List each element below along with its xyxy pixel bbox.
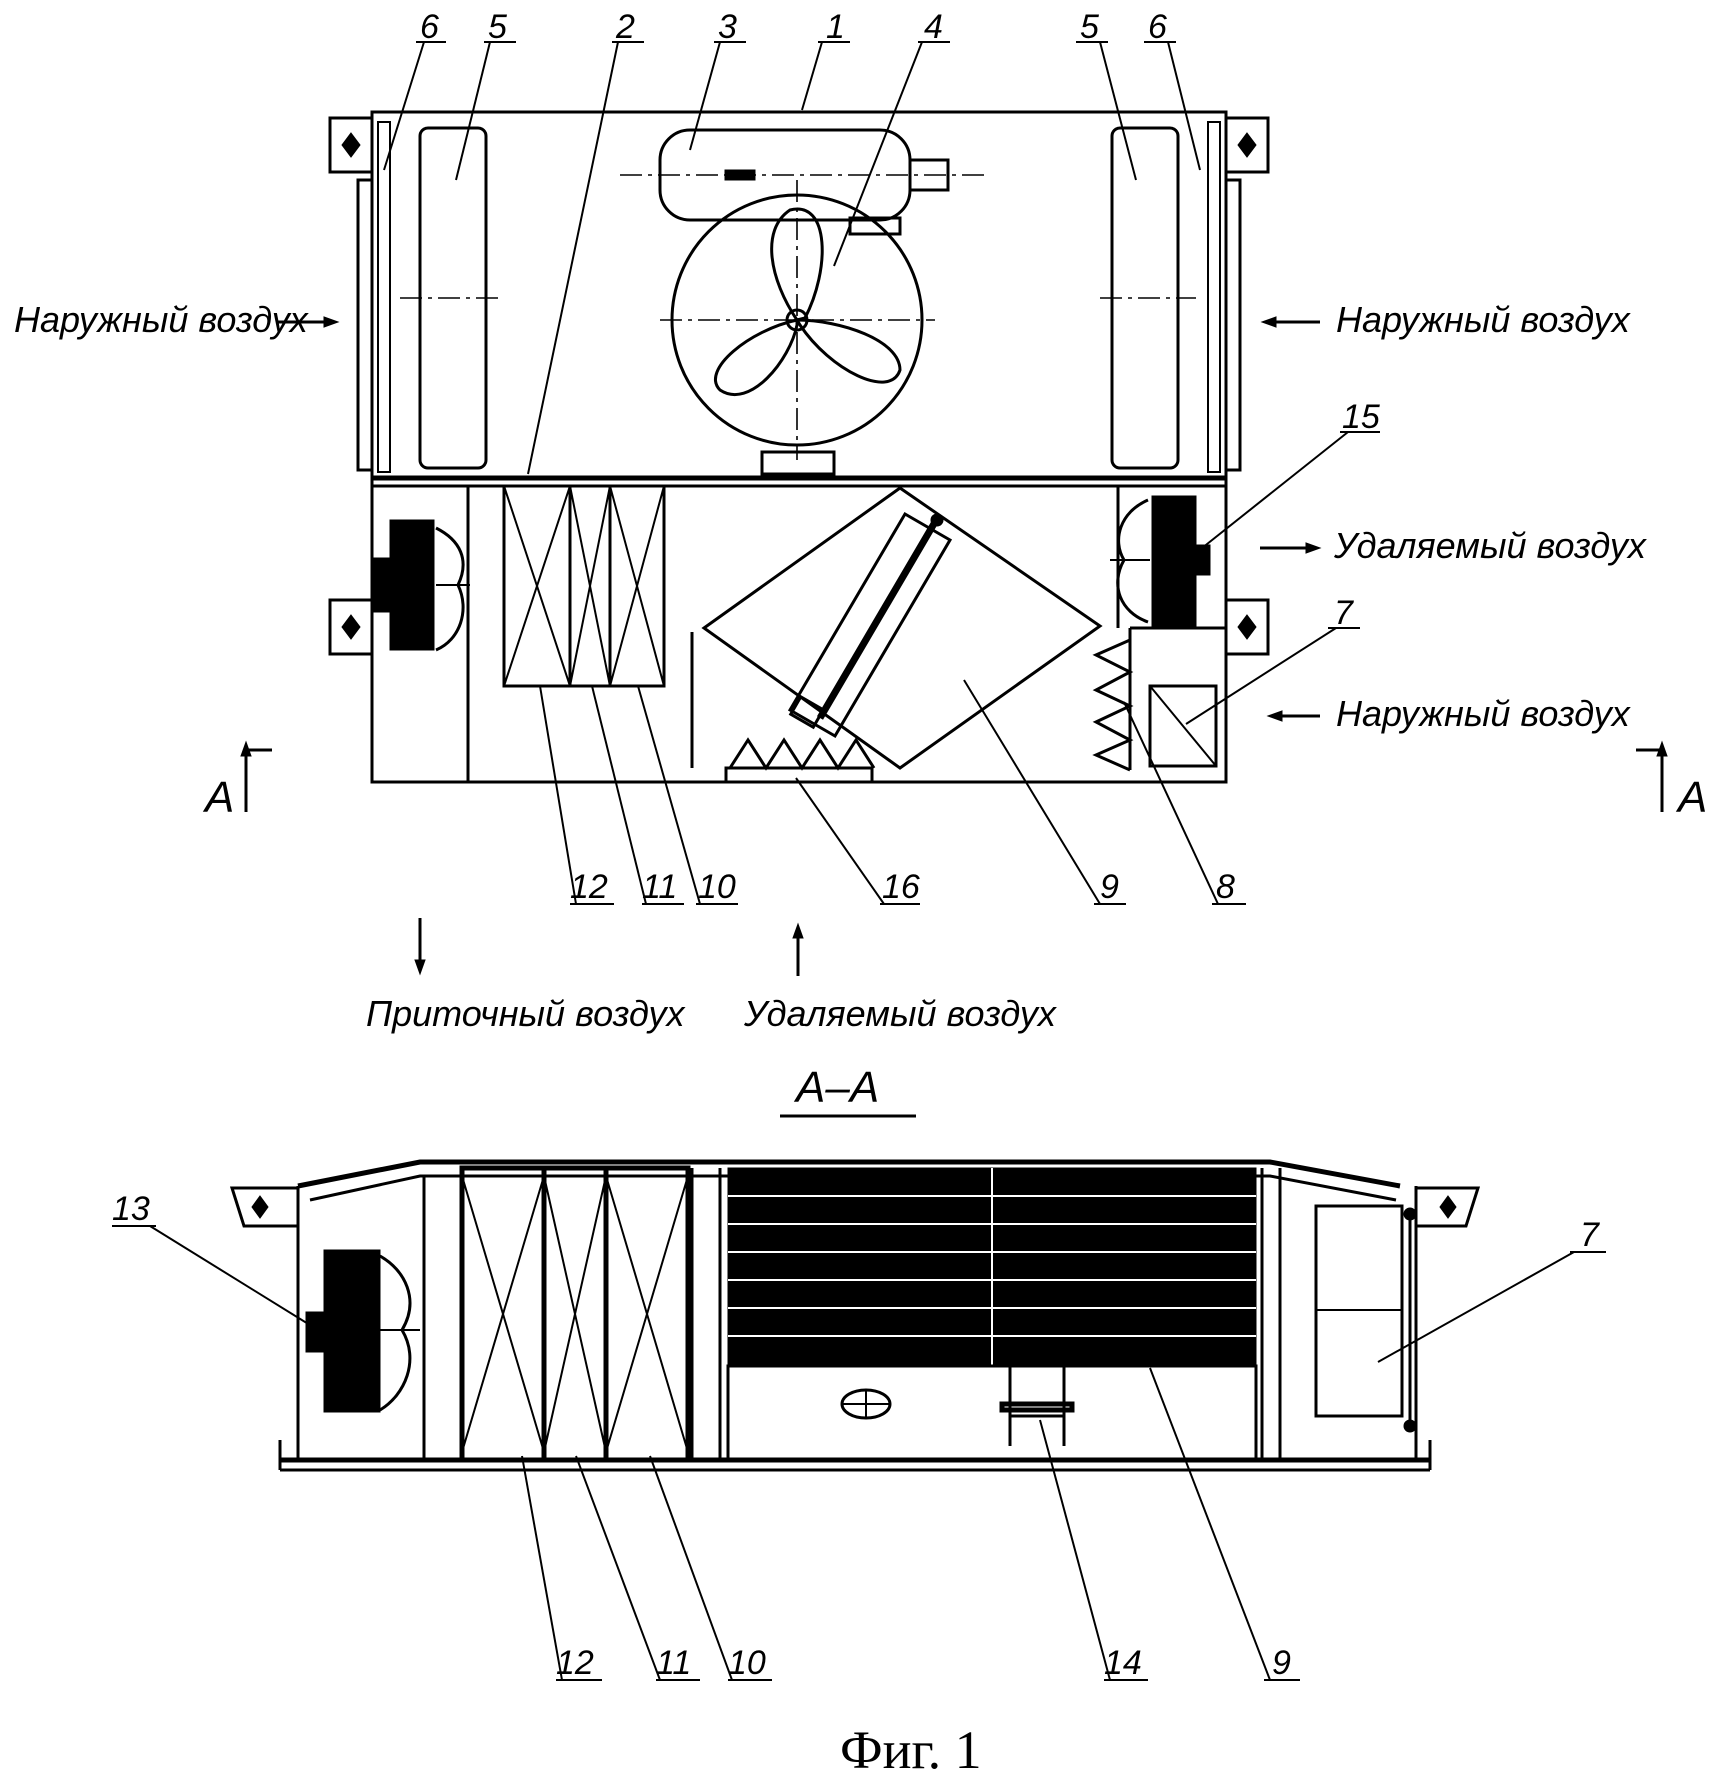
blower-left (373, 486, 470, 782)
eliminator-right (1092, 626, 1226, 772)
callout-6-left: 6 (420, 8, 439, 46)
plan-view: A A Наружный воздух Наружный воздух Удал… (14, 8, 1707, 1034)
section-marker-right: A (1675, 773, 1707, 822)
callout-3: 3 (718, 8, 737, 46)
callout-11-top: 11 (642, 868, 677, 906)
drip-eliminator (724, 737, 876, 784)
label-exhaust-air-bottom: Удаляемый воздух (743, 993, 1058, 1034)
section-view: 13 7 12 11 10 14 9 (112, 1159, 1606, 1682)
heat-exchanger (690, 486, 1103, 770)
fan (660, 180, 935, 476)
callout-7-top: 7 (1334, 594, 1354, 632)
filter-cylinder (400, 126, 1196, 470)
callout-8: 8 (1216, 868, 1235, 906)
callout-12-section: 12 (556, 1644, 594, 1682)
callout-5-left: 5 (488, 8, 507, 46)
drain-pan (999, 1364, 1075, 1446)
callout-14: 14 (1104, 1644, 1142, 1682)
filter-cassettes (502, 484, 666, 688)
callout-6-right: 6 (1148, 8, 1167, 46)
callout-10-section: 10 (728, 1644, 766, 1682)
section-title: A–A (793, 1063, 879, 1112)
label-exhaust-air-right: Удаляемый воздух (1333, 525, 1648, 566)
callout-5-right: 5 (1080, 8, 1099, 46)
callout-2: 2 (615, 8, 635, 46)
callout-16: 16 (882, 868, 920, 906)
label-supply-air: Приточный воздух (366, 993, 687, 1034)
callout-9-top: 9 (1100, 868, 1119, 906)
callout-1: 1 (826, 8, 845, 46)
callout-11-section: 11 (656, 1644, 691, 1682)
section-marker: A A (202, 740, 1707, 822)
airflow-arrows (278, 316, 1322, 976)
callout-7-section: 7 (1580, 1216, 1600, 1254)
filter-cassettes-section (459, 1165, 722, 1463)
callouts-section: 13 7 12 11 10 14 9 (112, 1190, 1606, 1682)
callouts-plan: 6 5 2 3 1 4 5 6 15 7 (383, 8, 1380, 906)
callout-15: 15 (1342, 398, 1380, 436)
callout-4: 4 (924, 8, 943, 46)
heat-exchanger-section (726, 1167, 1282, 1462)
unit-housing (370, 110, 1228, 784)
callout-13: 13 (112, 1190, 150, 1228)
callout-12-top: 12 (570, 868, 608, 906)
label-outside-air-lower: Наружный воздух (1336, 693, 1632, 734)
blower-right (1110, 486, 1211, 628)
louvre-panel (356, 121, 1242, 473)
mounting-bracket (328, 116, 1270, 656)
section-marker-left: A (202, 773, 234, 822)
label-outside-air-right: Наружный воздух (1336, 299, 1632, 340)
motor (620, 128, 990, 236)
callout-10-top: 10 (698, 868, 736, 906)
callout-9-section: 9 (1272, 1644, 1291, 1682)
label-outside-air-left: Наружный воздух (14, 299, 310, 340)
figure-caption: Фиг. 1 (840, 1720, 982, 1780)
damper-section (1314, 1204, 1417, 1433)
blower-section (305, 1176, 426, 1460)
